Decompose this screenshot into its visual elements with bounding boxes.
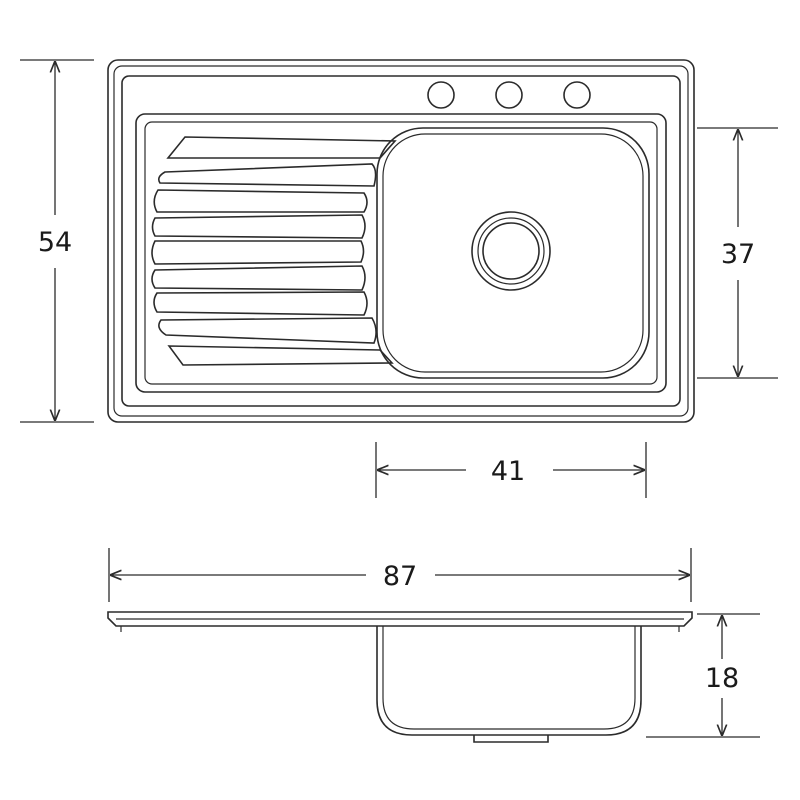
faucet-hole-left — [427, 81, 455, 109]
sink-side-rim — [107, 611, 693, 627]
dimension-overall-height: 54 — [20, 59, 94, 423]
drainboard-rib — [166, 136, 397, 159]
drainboard-rib — [151, 240, 365, 265]
sink-bowl-outer — [376, 127, 650, 379]
sink-bowl-inner — [382, 133, 644, 373]
drainboard-ribs — [151, 136, 397, 366]
dimension-label-overall-width: 87 — [383, 561, 417, 592]
drain-middle-ring — [477, 217, 545, 285]
drainboard-rib — [158, 317, 377, 344]
sink-basin-recess-outer — [135, 113, 667, 393]
drain-outer-ring — [471, 211, 551, 291]
sink-rim-inner-line — [113, 65, 689, 417]
drainboard-rib — [151, 214, 366, 239]
dimension-label-overall-height: 54 — [38, 227, 72, 258]
dimension-bowl-height: 37 — [697, 127, 778, 379]
sink-outer-rim — [107, 59, 695, 423]
dimension-overall-width: 87 — [108, 548, 692, 602]
dimension-bowl-width: 41 — [375, 442, 647, 498]
sink-basin-recess-inner — [144, 121, 658, 385]
drainboard-rib — [158, 163, 377, 187]
sink-side-view — [107, 611, 693, 743]
drainboard-rib — [151, 265, 366, 291]
dimension-bowl-depth: 18 — [646, 613, 760, 738]
sink-side-bowl-inner — [382, 626, 636, 730]
faucet-hole-center — [495, 81, 523, 109]
faucet-hole-right — [563, 81, 591, 109]
dimension-label-bowl-width: 41 — [491, 456, 525, 487]
drainboard-rib — [167, 345, 394, 366]
sink-deck-outline — [121, 75, 681, 407]
dimension-label-bowl-height: 37 — [721, 239, 755, 270]
drainboard-rib — [153, 291, 368, 316]
drainboard-rib — [153, 189, 368, 213]
drain-inner-ring — [482, 222, 540, 280]
dimension-label-bowl-depth: 18 — [705, 663, 739, 694]
sink-side-bowl — [376, 626, 642, 736]
sink-top-view — [107, 59, 695, 423]
sink-side-drain-stub — [473, 735, 549, 743]
